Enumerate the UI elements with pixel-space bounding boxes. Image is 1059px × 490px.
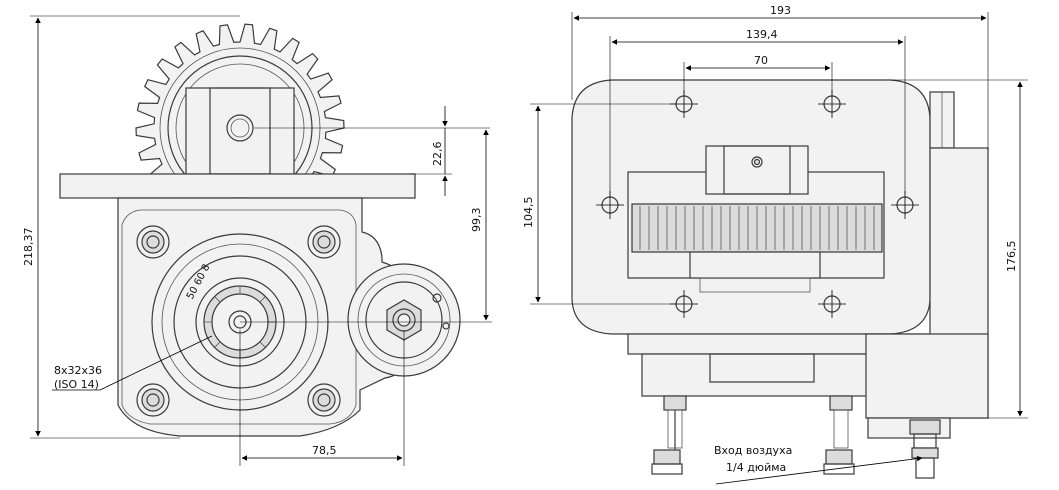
mounting-flange <box>59 173 416 199</box>
dim-bolt-span-vertical: 104,5 <box>522 103 676 305</box>
base-block <box>641 353 883 397</box>
air-inlet-callout: Вход воздуха 1/4 дюйма <box>714 444 923 485</box>
air-inlet-line2: 1/4 дюйма <box>726 461 786 474</box>
dim-label-overall-height: 218,37 <box>22 228 35 267</box>
spline-standard: (ISO 14) <box>54 378 99 391</box>
dim-label-shaft-offset: 78,5 <box>312 444 337 457</box>
spline-spec: 8x32x36 <box>54 364 102 377</box>
base-studs <box>651 395 855 475</box>
air-fitting <box>909 419 941 479</box>
hole-crosshair <box>818 90 846 118</box>
dim-shaft-height: 99,3 <box>240 129 492 323</box>
dim-label-bolt-span-wide: 139,4 <box>746 28 778 41</box>
housing-bolts <box>136 225 341 417</box>
dim-overall-width: 193 <box>571 4 989 150</box>
dim-label-bolt-span-vertical: 104,5 <box>522 197 535 229</box>
dim-label-bolt-span-narrow: 70 <box>754 54 768 67</box>
dim-housing-height: 176,5 <box>890 79 1028 419</box>
dim-label-shaft-height: 99,3 <box>470 208 483 233</box>
dim-label-overall-width: 193 <box>770 4 791 17</box>
hole-crosshair <box>818 290 846 318</box>
hole-crosshair <box>891 191 919 219</box>
hole-crosshair <box>596 191 624 219</box>
right-view: 193 139,4 70 104,5 176,5 <box>522 4 1028 485</box>
dim-bolt-span-wide: 139,4 <box>609 28 906 194</box>
spline-callout: 8x32x36 (ISO 14) <box>52 335 213 391</box>
dim-bolt-span-narrow: 70 <box>683 54 833 94</box>
dim-label-gear-offset: 22,6 <box>431 142 444 167</box>
left-view: 50 60 8 218,37 22,6 <box>22 15 492 466</box>
dim-gear-offset: 22,6 <box>254 106 490 196</box>
dim-shaft-offset: 78,5 <box>239 330 405 466</box>
dim-overall-height: 218,37 <box>22 15 240 439</box>
shaft-assembly <box>627 145 885 293</box>
dim-label-housing-height: 176,5 <box>1005 241 1018 273</box>
air-inlet-line1: Вход воздуха <box>714 444 792 457</box>
